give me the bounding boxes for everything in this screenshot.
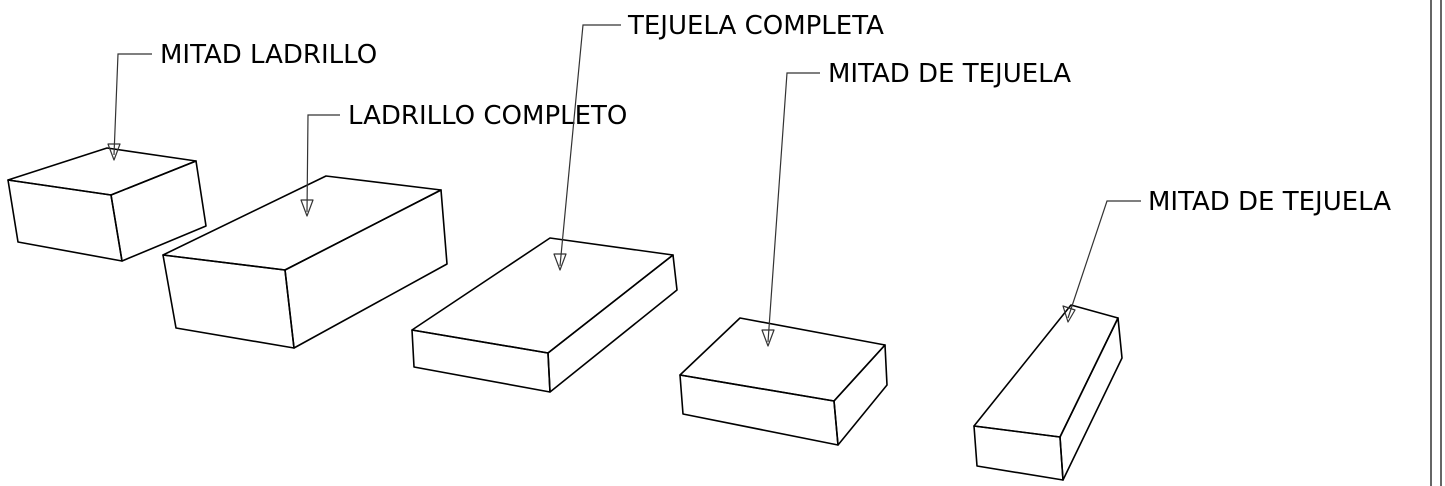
half-tile-1-block — [679, 317, 888, 446]
half-tile-2-block — [973, 304, 1123, 481]
full-tile-label: TEJUELA COMPLETA — [627, 11, 884, 41]
half-tile-2-leader — [1062, 200, 1141, 323]
full-tile-block — [411, 237, 678, 393]
half-tile-2-label: MITAD DE TEJUELA — [1148, 187, 1391, 217]
full-brick-block — [162, 175, 448, 349]
half-brick-block — [7, 147, 207, 262]
half-tile-1-leader — [761, 72, 820, 347]
half-brick-leader — [107, 53, 152, 161]
full-brick-leader — [300, 114, 340, 217]
full-brick-label: LADRILLO COMPLETO — [348, 101, 627, 131]
half-tile-1-label: MITAD DE TEJUELA — [828, 59, 1071, 89]
half-brick-label: MITAD LADRILLO — [160, 40, 377, 70]
full-tile-leader — [553, 24, 621, 271]
